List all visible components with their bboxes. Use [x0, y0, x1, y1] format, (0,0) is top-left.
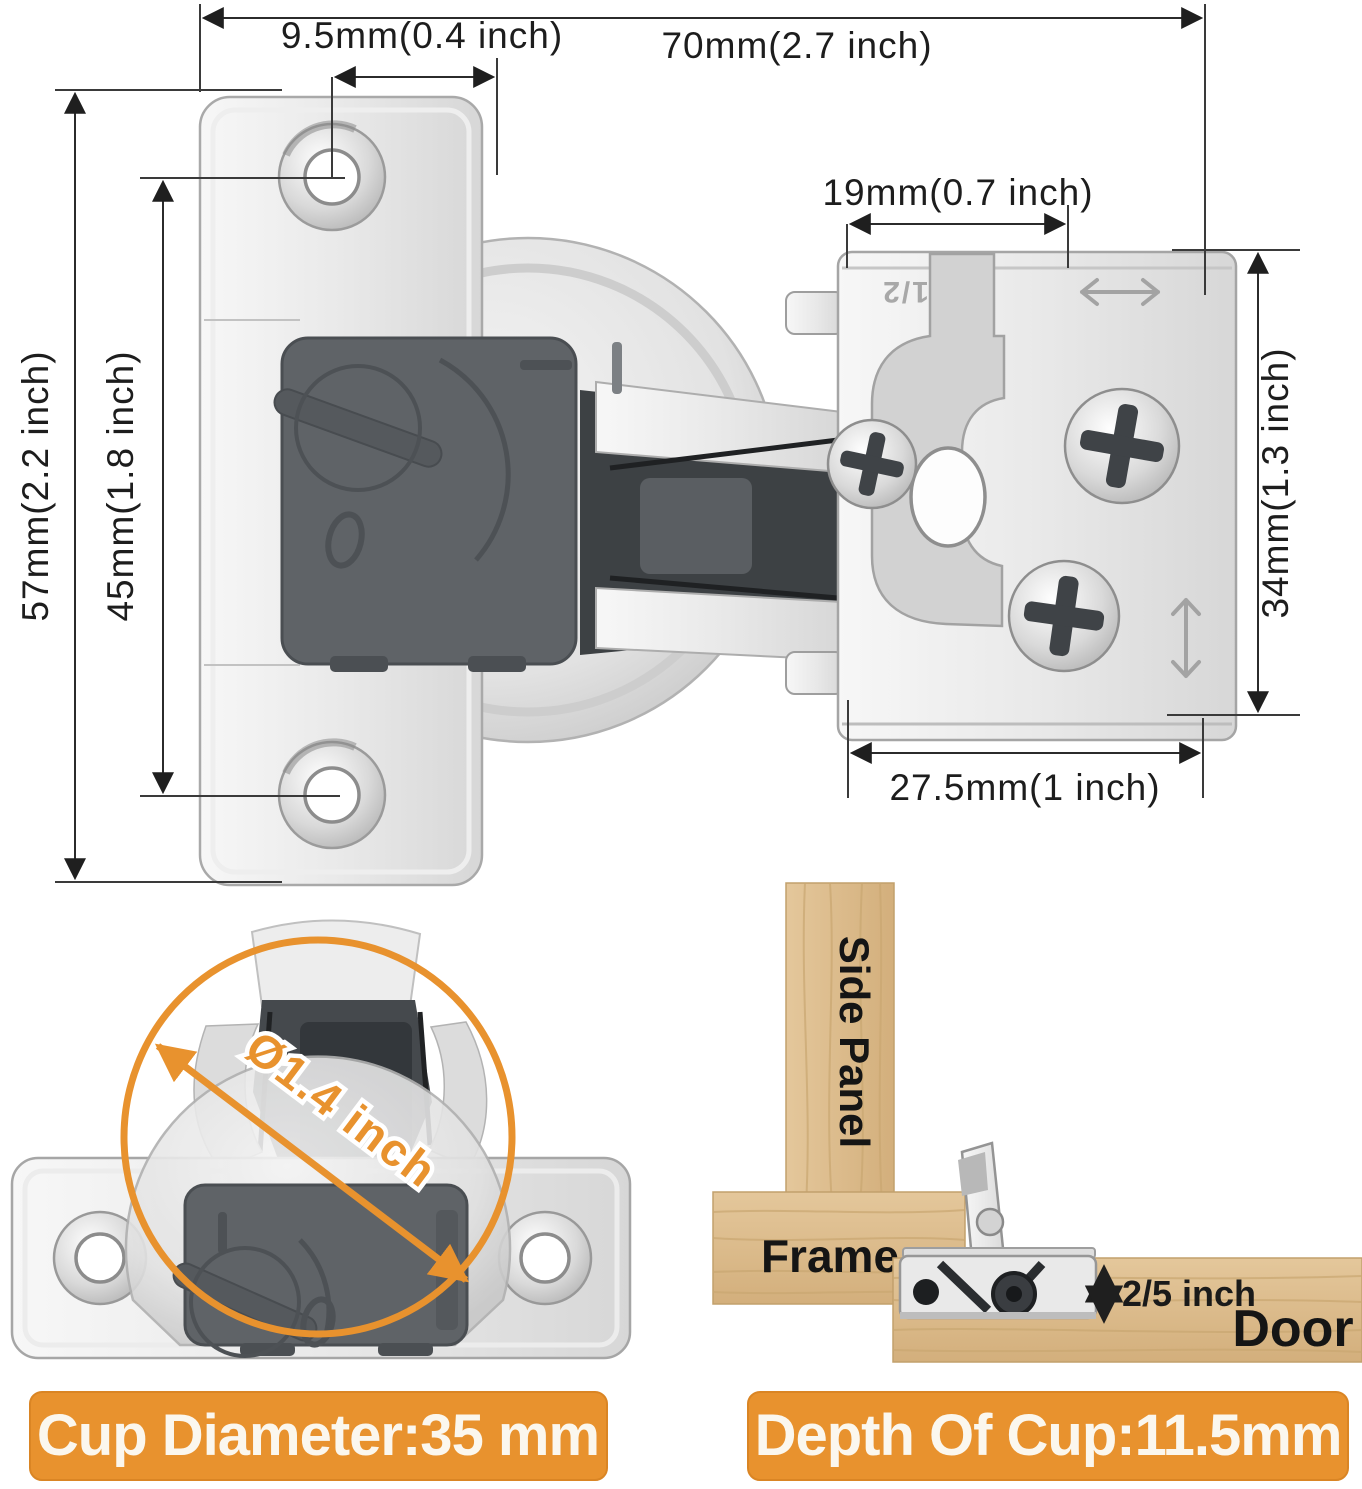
zero-mark: [300, 1296, 336, 1348]
door-label: Door: [1232, 1300, 1353, 1358]
cam-dial[interactable]: [271, 386, 445, 471]
dim-label-27.5mm: 27.5mm(1 inch): [889, 767, 1160, 808]
cup-dowel: [913, 1279, 939, 1305]
plastic-body: [280, 336, 578, 666]
dim-label-19mm: 19mm(0.7 inch): [822, 172, 1093, 213]
dim-label-9.5mm: 9.5mm(0.4 inch): [281, 15, 563, 56]
bar-mark: [612, 342, 622, 394]
zero-mark: [325, 511, 365, 569]
cross-h: [1080, 429, 1164, 463]
spring-wire-top: [609, 437, 839, 471]
side-panel-label: Side Panel: [831, 936, 878, 1148]
dim-cup-depth: 2/5 inch: [1084, 1264, 1256, 1324]
phillips-cross: [1080, 404, 1164, 488]
plastic-tab-right: [378, 1343, 433, 1356]
hinge-arm: [580, 380, 843, 662]
half-crank-stamp: 1/2: [881, 275, 929, 308]
wood-grain: [712, 1209, 966, 1295]
dimension-annotations: 70mm(2.7 inch) 9.5mm(0.4 inch) 57mm(2.2 …: [15, 4, 1300, 883]
dim-hole-offset: 9.5mm(0.4 inch): [281, 15, 563, 177]
screw-left[interactable]: [826, 418, 918, 510]
hole: [519, 1232, 571, 1284]
hinge-front-view: [198, 95, 843, 887]
side-panel-plank: Side Panel: [785, 882, 895, 1206]
linkage-bar-1: [936, 1260, 992, 1314]
frame-label: Frame: [761, 1230, 899, 1282]
minus-mark: [520, 360, 572, 370]
cup-view: Ø1.4 inch: [10, 919, 632, 1360]
diameter-arrow: [154, 1043, 470, 1283]
cup-bottom-lip: [900, 1312, 1096, 1319]
plate-cutout: [870, 252, 1006, 628]
diameter-circle: [120, 936, 516, 1338]
adjustment-slot-hole: [909, 446, 987, 548]
cross-h: [840, 450, 904, 478]
dial-arc: [438, 357, 511, 562]
dim-label-45mm: 45mm(1.8 inch): [100, 350, 141, 621]
bar-mark: [218, 1212, 227, 1254]
dim-label-34mm: 34mm(1.3 inch): [1255, 347, 1296, 618]
horizontal-adjust-arrow-icon: [1080, 278, 1160, 306]
hinge-plate-view: 1/2: [785, 250, 1238, 742]
adjustment-block: [271, 336, 622, 672]
hinge-cross-section: [898, 1141, 1098, 1320]
dim-plate-bottom-width: 27.5mm(1 inch): [847, 700, 1204, 808]
pivot-axle: [1006, 1286, 1022, 1302]
dim-total-height: 57mm(2.2 inch): [15, 89, 282, 883]
vertical-adjust-arrow-icon: [1171, 598, 1201, 678]
dial-slot: [273, 388, 443, 468]
screw-right[interactable]: [1063, 387, 1181, 505]
cup-screw-hole-right: [497, 1210, 593, 1306]
dim-label-57mm: 57mm(2.2 inch): [15, 350, 56, 621]
dim-plate-top-width: 19mm(0.7 inch): [822, 172, 1093, 268]
countersink-shadow: [282, 120, 357, 157]
cup-screw-hole-left: [52, 1210, 148, 1306]
plastic-tab-left: [330, 656, 388, 672]
countersink-shadow: [282, 738, 357, 775]
phillips-cross: [840, 432, 904, 496]
dial-rim: [294, 364, 422, 492]
arm-plunger: [640, 478, 752, 574]
wood-grain: [802, 882, 883, 1206]
spec-banners: Cup Diameter:35 mm Depth Of Cup:11.5mm: [29, 1391, 1349, 1481]
flap-screw: [975, 1207, 1005, 1237]
dim-hole-spacing: 45mm(1.8 inch): [100, 177, 345, 797]
screw-bottom[interactable]: [1007, 559, 1121, 673]
cup-diameter-banner-text: Cup Diameter:35 mm: [37, 1403, 599, 1468]
hook-tab-bottom: [785, 651, 845, 695]
hole: [74, 1232, 126, 1284]
arm-cap: [250, 919, 422, 1007]
phillips-cross: [1023, 575, 1105, 657]
cup-adjustment-block: [172, 1183, 469, 1358]
cup-depth-banner: [747, 1391, 1349, 1481]
hook-tab-top: [785, 291, 845, 335]
installation-view: Side Panel Frame Door: [712, 882, 1362, 1363]
dim-plate-height: 34mm(1.3 inch): [1167, 249, 1300, 716]
cross-h: [1023, 601, 1105, 631]
depth-label: 2/5 inch: [1122, 1273, 1256, 1314]
dim-label-70mm: 70mm(2.7 inch): [661, 25, 932, 66]
cup-depth-banner-text: Depth Of Cup:11.5mm: [755, 1403, 1342, 1468]
cup-diameter-banner: [29, 1391, 608, 1481]
flap-shadow: [958, 1152, 988, 1196]
plastic-tab-right: [468, 656, 526, 672]
spring-wire-bottom: [609, 575, 839, 601]
dim-total-width: 70mm(2.7 inch): [199, 4, 1206, 295]
